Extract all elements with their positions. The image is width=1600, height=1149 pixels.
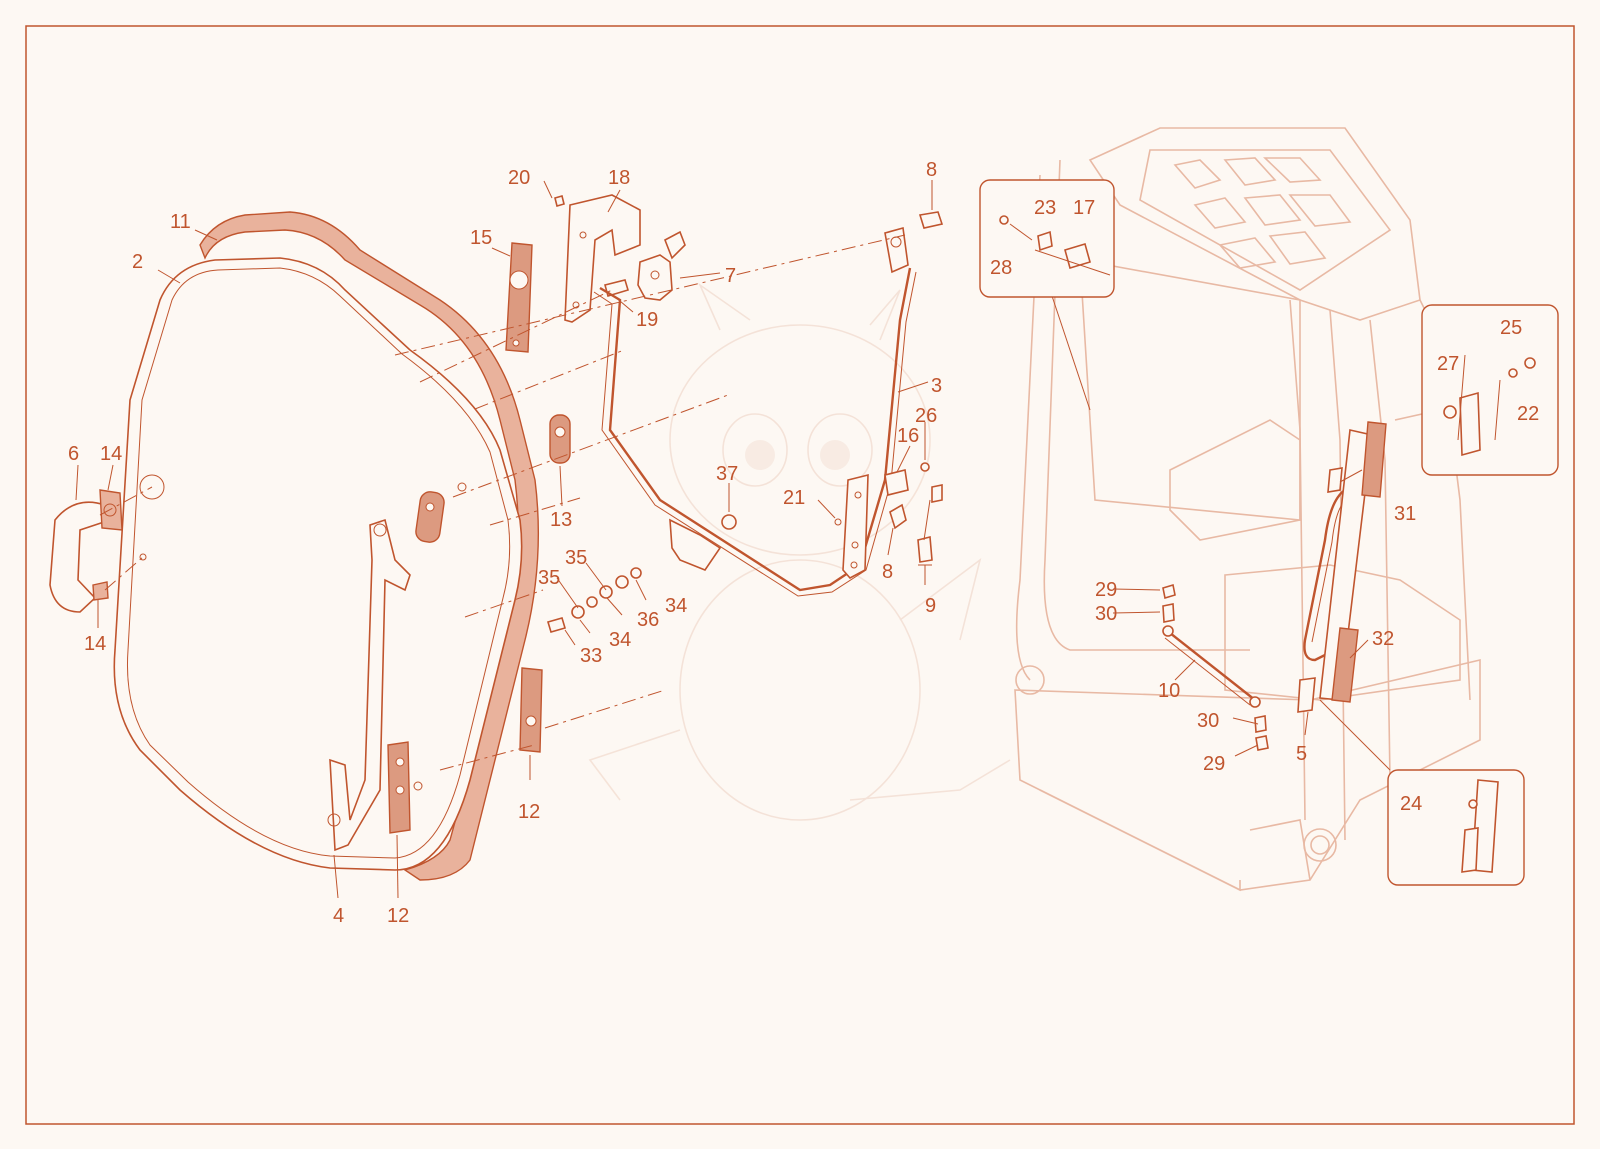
latch-bracket-18 (564, 194, 641, 323)
cab-body-ghost (1014, 127, 1481, 892)
callout-25: 25 (1500, 317, 1522, 339)
callout-29: 29 (1203, 753, 1225, 775)
leader-lines (75, 180, 1470, 899)
latch-pad-15 (505, 242, 533, 353)
callout-26: 26 (915, 405, 937, 427)
callout-31: 31 (1394, 503, 1416, 525)
callout-13: 13 (550, 509, 572, 531)
callout-35: 35 (565, 547, 587, 569)
alignment-lines (99, 234, 906, 771)
cab-pad-31 (1361, 421, 1387, 498)
latch-pad-13 (549, 414, 571, 464)
gas-strut-group (1162, 421, 1387, 751)
callout-18: 18 (608, 167, 630, 189)
callout-8: 8 (882, 561, 893, 583)
callout-34: 34 (609, 629, 631, 651)
door-assembly (49, 211, 540, 881)
callout-36: 36 (637, 609, 659, 631)
inset-bottom-right (1387, 769, 1525, 886)
callout-20: 20 (508, 167, 530, 189)
inset-top-left (979, 179, 1115, 298)
callout-23: 23 (1034, 197, 1056, 219)
callout-9: 9 (925, 595, 936, 617)
callout-7: 7 (725, 265, 736, 287)
door-handle-6 (49, 501, 112, 613)
callout-3: 3 (931, 375, 942, 397)
latch-7 (637, 254, 673, 301)
door-frame-3 (593, 211, 944, 597)
callout-28: 28 (990, 257, 1012, 279)
callout-11: 11 (170, 211, 191, 233)
callout-37: 37 (716, 463, 738, 485)
callout-21: 21 (783, 487, 805, 509)
callout-19: 19 (636, 309, 658, 331)
frame-pad-12 (519, 667, 543, 753)
callout-17: 17 (1073, 197, 1095, 219)
callout-4: 4 (333, 905, 344, 927)
cab-pad-32 (1331, 627, 1359, 703)
callouts: 2 11 6 14 14 4 12 15 20 18 7 19 13 12 35… (68, 159, 1539, 927)
callout-29: 29 (1095, 579, 1117, 601)
callout-32: 32 (1372, 628, 1394, 650)
door-panel-2 (113, 257, 523, 871)
callout-22: 22 (1517, 403, 1539, 425)
dragon-watermark (588, 282, 1011, 821)
inset-right (1421, 304, 1559, 476)
callout-14: 14 (100, 443, 122, 465)
diagram-frame (25, 25, 1575, 1125)
callout-34: 34 (665, 595, 687, 617)
frame-hinge-plate (842, 473, 869, 580)
callout-12: 12 (387, 905, 409, 927)
callout-30: 30 (1095, 603, 1117, 625)
callout-10: 10 (1158, 680, 1180, 702)
door-bracket-4 (329, 518, 411, 852)
callout-27: 27 (1437, 353, 1459, 375)
callout-14: 14 (84, 633, 106, 655)
callout-8: 8 (926, 159, 937, 181)
callout-2: 2 (132, 251, 143, 273)
callout-33: 33 (580, 645, 602, 667)
callout-35: 35 (538, 567, 560, 589)
door-seal-11 (199, 211, 540, 881)
callout-16: 16 (897, 425, 919, 447)
callout-24: 24 (1400, 793, 1422, 815)
callout-5: 5 (1296, 743, 1307, 765)
door-pad-12a (415, 491, 445, 543)
callout-15: 15 (470, 227, 492, 249)
callout-12: 12 (518, 801, 540, 823)
callout-30: 30 (1197, 710, 1219, 732)
callout-6: 6 (68, 443, 79, 465)
